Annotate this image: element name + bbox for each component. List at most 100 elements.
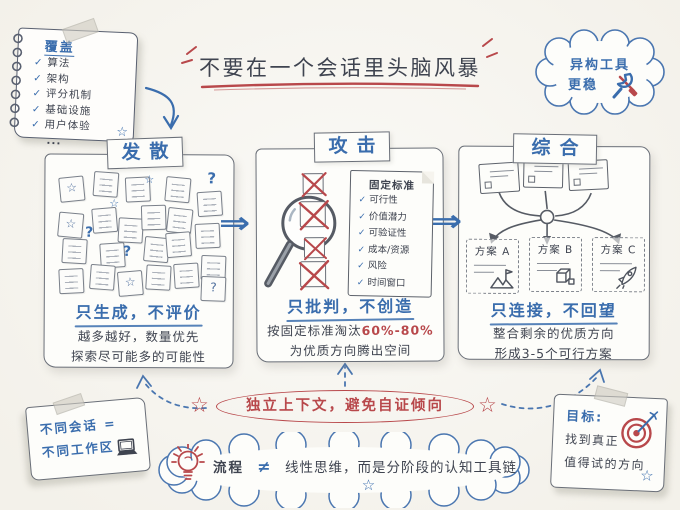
checkbox-icon xyxy=(573,178,581,186)
synthesize-sub2: 形成3-5个可行方案 xyxy=(494,345,613,362)
question-mark-icon: ? xyxy=(207,169,217,188)
star-icon: ☆ xyxy=(109,196,120,210)
coverage-notepad: 覆盖 ✓算法 ✓架构 ✓评分机制 ✓基础设施 ✓用户体验 ... ☆ xyxy=(9,17,139,147)
attack-sub2: 为优质方向腾出空间 xyxy=(289,342,412,359)
diverge-sub1: 越多越好，数量优先 xyxy=(77,328,200,345)
star-icon: ☆ xyxy=(190,393,209,417)
coverage-item: ✓用户体验 xyxy=(30,118,91,133)
tool-cloud-line2: 更稳 xyxy=(567,78,598,93)
process-suffix: 线性思维，而是分阶段的认知工具链 xyxy=(285,460,517,476)
sticky-note xyxy=(117,217,144,244)
check-icon: ✓ xyxy=(31,103,42,116)
question-mark-icon: ? xyxy=(123,243,132,260)
sticky-note-star: ☆ xyxy=(57,211,85,239)
sticky-note xyxy=(145,264,172,291)
goal-note: 目标: 找到真正 值得试的方向 ☆ xyxy=(550,385,668,493)
sticky-note xyxy=(140,204,167,231)
arrow-right-icon: ⇒ xyxy=(430,204,463,239)
spiral-binding-icon xyxy=(9,33,23,128)
star-icon: ☆ xyxy=(639,466,654,485)
mountain-flag-icon xyxy=(490,269,514,289)
x-mark-icon xyxy=(298,199,330,231)
converge-connector xyxy=(489,190,622,245)
stage-badge-attack: 攻击 xyxy=(313,131,391,163)
page-title: 不要在一个会话里头脑风暴 xyxy=(199,56,481,80)
criteria-item: ✓时间窗口 xyxy=(356,276,406,289)
star-icon: ☆ xyxy=(64,216,77,232)
star-icon: ☆ xyxy=(361,476,377,494)
sticky-note-star: ☆ xyxy=(58,175,86,203)
sticky-note xyxy=(165,206,194,235)
question-mark-icon: ? xyxy=(209,280,217,295)
sticky-note xyxy=(91,206,119,234)
rocket-icon xyxy=(616,266,637,289)
star-icon: ☆ xyxy=(478,393,497,417)
context-pill: 独立上下文，避免自证倾向 xyxy=(216,390,474,423)
check-icon: ✓ xyxy=(33,57,44,69)
question-mark-icon: ? xyxy=(85,224,94,241)
criteria-title: 固定标准 xyxy=(368,179,416,193)
rejected-checkbox xyxy=(298,259,330,291)
criteria-item: ✓风险 xyxy=(357,260,387,272)
attack-heading: 只批判，不创造 xyxy=(257,293,443,322)
process-cloud: 流程 ≠ 线性思维，而是分阶段的认知工具链 ☆ xyxy=(148,432,540,508)
sticky-note xyxy=(89,263,116,291)
checkbox-icon xyxy=(484,181,492,189)
criteria-item: ✓可验证性 xyxy=(357,227,407,240)
check-icon: ✓ xyxy=(357,244,366,255)
stage-badge-diverge: 发散 xyxy=(106,136,184,170)
check-icon: ✓ xyxy=(33,72,43,85)
plan-label: 方案 B xyxy=(537,243,574,257)
sticky-note xyxy=(165,231,193,259)
synthesize-sub1: 整合剩余的优质方向 xyxy=(492,325,615,342)
not-equal-icon: ≠ xyxy=(257,457,272,476)
diverge-heading: 只生成，不评价 xyxy=(45,299,233,328)
sticky-note xyxy=(92,170,120,198)
check-icon: ✓ xyxy=(357,228,366,239)
criteria-card: 固定标准 ✓可行性 ✓价值潜力 ✓可验证性 ✓成本/资源 ✓风险 ✓时间窗口 xyxy=(347,169,435,298)
checkbox-icon xyxy=(528,175,536,183)
sticky-note xyxy=(173,262,200,290)
check-icon: ✓ xyxy=(358,211,366,222)
check-icon: ✓ xyxy=(30,119,41,131)
tool-cloud: 异构工具 更稳 xyxy=(520,18,680,130)
star-icon: ☆ xyxy=(124,274,137,290)
x-mark-icon xyxy=(303,237,328,261)
check-icon: ✓ xyxy=(32,88,43,100)
sticky-note xyxy=(194,222,221,249)
diverge-sub2: 探索尽可能多的可能性 xyxy=(70,348,207,365)
attack-sub1-highlight: 60%-80% xyxy=(361,322,434,338)
sticky-note xyxy=(61,237,88,265)
stage-panel-synthesize: 方案 A 方案 B 方案 C xyxy=(457,145,651,362)
criteria-item: ✓成本/资源 xyxy=(357,243,410,256)
process-prefix: 流程 xyxy=(213,460,244,476)
criteria-item: ✓价值潜力 xyxy=(358,210,407,223)
plan-card-c: 方案 C xyxy=(591,237,646,293)
sticky-note-star: ☆ xyxy=(116,269,144,297)
plan-card-a: 方案 A xyxy=(465,238,520,294)
workspace-note: 不同会话 = 不同工作区 xyxy=(25,393,151,482)
dartboard-icon xyxy=(621,411,659,449)
stage-panel-diverge: ☆ ☆ ☆ ? ? ☆ ☆ ? ? 只生成，不评价 越多越好，数量优先 探索尽可… xyxy=(43,153,235,369)
sticky-note-question: ? xyxy=(200,275,227,302)
rejected-checkbox xyxy=(303,237,328,261)
arrow-right-icon: ⇒ xyxy=(218,206,251,241)
plan-card-b: 方案 B xyxy=(528,236,583,293)
wrench-icon xyxy=(612,72,638,99)
rejected-checkbox xyxy=(298,199,330,231)
attack-sub1: 按固定标准淘汰60%-80% xyxy=(257,320,443,340)
sticky-note xyxy=(58,268,85,295)
synthesize-heading: 只连接，不回望 xyxy=(459,297,649,326)
x-mark-icon xyxy=(301,172,327,198)
sticky-note xyxy=(164,176,192,204)
criteria-item: ✓可行性 xyxy=(358,194,398,206)
lightbulb-icon xyxy=(171,444,205,480)
tool-cloud-line1: 异构工具 xyxy=(569,58,630,73)
check-icon: ✓ xyxy=(358,195,367,206)
stage-badge-synthesize: 综合 xyxy=(512,133,598,165)
check-icon: ✓ xyxy=(356,277,365,288)
laptop-icon xyxy=(117,438,138,456)
stage-panel-attack: 固定标准 ✓可行性 ✓价值潜力 ✓可验证性 ✓成本/资源 ✓风险 ✓时间窗口 只… xyxy=(255,147,445,363)
plan-label: 方案 C xyxy=(600,244,637,257)
